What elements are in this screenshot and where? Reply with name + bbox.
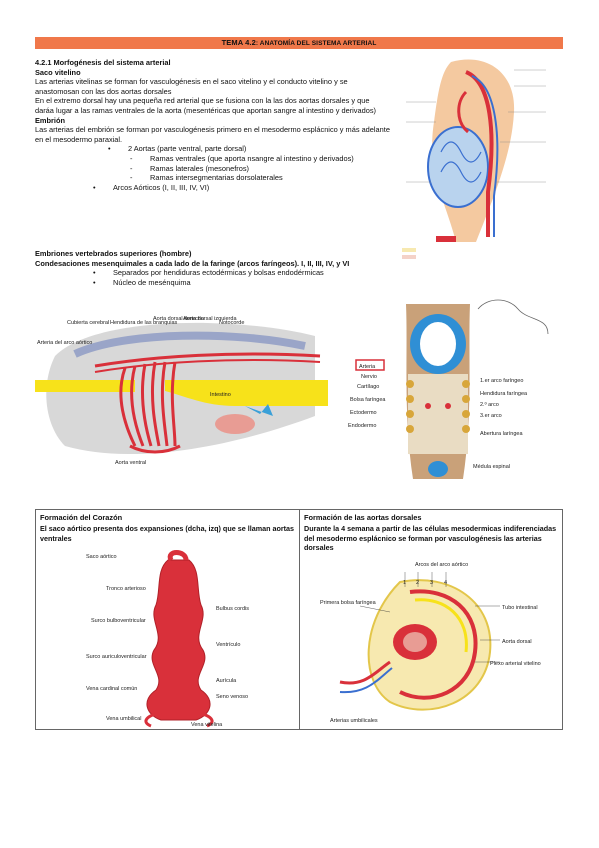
label-arteria-arco: Arteria del arco aórtico — [37, 340, 92, 346]
label-arco1: 1.er arco faríngeo — [480, 378, 523, 384]
list-item: •2 Aortas (parte ventral, parte dorsal) — [108, 144, 247, 154]
pharyngeal-arches-figure: Arteria Nervio Cartílago Bolsa faríngea … — [328, 294, 563, 494]
label-medula: Médula espinal — [473, 464, 510, 470]
label-vena-cardinal: Vena cardinal común — [86, 686, 137, 692]
label-bulbo: Bulbus cordis — [216, 606, 249, 612]
list-item-text: Núcleo de mesénquima — [113, 277, 191, 287]
dorsal-text: Durante la 4 semana a partir de las célu… — [304, 524, 557, 553]
label-arcos: Arcos del arco aórtico — [415, 562, 468, 568]
list-item-text: Separados por hendiduras ectodérmicas y … — [113, 268, 324, 278]
arch-number: 1 — [403, 580, 406, 586]
list-item-text: 2 Aortas (parte ventral, parte dorsal) — [128, 144, 247, 154]
list-item-text: Ramas laterales (mesonefros) — [150, 163, 249, 173]
label-tubo: Tubo intestinal — [502, 605, 538, 611]
list-item: -Ramas ventrales (que aporta nsangre al … — [130, 153, 354, 163]
label-surco-av: Surco auriculoventricular — [86, 654, 147, 660]
heart-heading: Formación del Corazón — [40, 513, 123, 522]
section2-heading: Embriones vertebrados superiores (hombre… — [35, 249, 192, 258]
arch-number: 2 — [416, 580, 419, 586]
label-abertura: Abertura laríngea — [480, 431, 523, 437]
label-saco: Saco aórtico — [86, 554, 117, 560]
section2-paragraph: Condesaciones mesenquimales a cada lado … — [35, 258, 350, 268]
label-arco3: 3.er arco — [480, 413, 502, 419]
label-vena-umbilical: Vena umbilical — [106, 716, 141, 722]
label-arco2: 2.º arco — [480, 401, 499, 408]
label-aorta-der: Aorta dorsal derecha — [153, 316, 205, 322]
dorsal-aorta-box: Formación de las aortas dorsales Durante… — [300, 510, 563, 729]
list-item: •Separados por hendiduras ectodérmicas y… — [93, 268, 324, 278]
label-surco-bv: Surco bulboventricular — [91, 618, 146, 624]
label-plexo: Plexo arterial vitelino — [490, 661, 541, 667]
section-heading: 4.2.1 Morfogénesis del sistema arterial — [35, 58, 171, 67]
saco-paragraph-1: Las arterias vitelinas se forman for vas… — [35, 77, 348, 96]
label-auricula: Aurícula — [216, 678, 237, 684]
heart-text: El saco aórtico presenta dos expansiones… — [40, 524, 295, 543]
arch-number: 3 — [430, 580, 433, 586]
embrion-paragraph: Las arterias del embrión se forman por v… — [35, 125, 390, 144]
heart-formation-box: Formación del Corazón El saco aórtico pr… — [36, 510, 300, 729]
heart-figure: Saco aórtico Tronco arterioso Bulbus cor… — [86, 550, 249, 728]
list-item: -Ramas laterales (mesonefros) — [130, 163, 249, 173]
label-notocorde: Notocorde — [219, 320, 244, 326]
label-cartilago: Cartílago — [357, 384, 379, 390]
label-hendidura: Hendidura de las branquias — [110, 320, 178, 326]
list-item-text: Arcos Aórticos (I, II, III, IV, VI) — [113, 182, 210, 192]
label-arteria: Arteria — [359, 364, 376, 370]
label-arterias-umb: Arterias umbilicales — [330, 718, 378, 724]
label-primera-bolsa: Primera bolsa faríngea — [320, 600, 377, 606]
section2-text: Embriones vertebrados superiores (hombre… — [35, 249, 390, 287]
title-prefix: TEMA 4.2 — [221, 38, 256, 47]
page-title: TEMA 4.2: ANATOMÍA DEL SISTEMA ARTERIAL — [35, 37, 563, 49]
label-seno: Seno venoso — [216, 694, 248, 700]
aortic-arches-figure: Cubierta cerebral Hendidura de las branq… — [35, 296, 328, 474]
label-tronco: Tronco arterioso — [106, 586, 146, 592]
label-cubierta: Cubierta cerebral — [67, 320, 109, 326]
list-item-text: Ramas intersegmentarias dorsolaterales — [150, 173, 283, 183]
embryo-vascular-figure — [396, 52, 564, 267]
dorsal-aorta-figure: Arcos del arco aórtico Primera bolsa far… — [320, 562, 541, 724]
bottom-boxes: Formación del Corazón El saco aórtico pr… — [35, 509, 563, 730]
saco-paragraph-2: En el extremo dorsal hay una pequeña red… — [35, 96, 376, 115]
label-aorta-dorsal: Aorta dorsal — [502, 639, 532, 645]
dorsal-heading: Formación de las aortas dorsales — [304, 513, 422, 522]
label-nervio: Nervio — [361, 374, 377, 380]
title-rest: : ANATOMÍA DEL SISTEMA ARTERIAL — [255, 40, 377, 47]
label-hendidura-far: Hendidura faríngea — [480, 391, 528, 397]
list-item: •Núcleo de mesénquima — [93, 277, 191, 287]
label-ectodermo: Ectodermo — [350, 410, 377, 416]
label-vena-vitelina: Vena vitelina — [191, 722, 223, 728]
label-endodermo: Endodermo — [348, 423, 376, 429]
label-bolsa: Bolsa faríngea — [350, 397, 386, 403]
list-item: -Ramas intersegmentarias dorsolaterales — [130, 173, 283, 183]
saco-heading: Saco vitelino — [35, 67, 81, 77]
label-aorta-izq: Aorta dorsal izquierda — [183, 316, 237, 322]
label-ventriculo: Ventrículo — [216, 642, 240, 648]
list-item-text: Ramas ventrales (que aporta nsangre al i… — [150, 153, 354, 163]
label-intestino: Intestino — [210, 392, 231, 398]
label-aorta-ventral: Aorta ventral — [115, 460, 146, 466]
embrion-heading: Embrión — [35, 115, 65, 125]
arch-number: 4 — [444, 580, 447, 586]
section-text: 4.2.1 Morfogénesis del sistema arterial … — [35, 58, 390, 192]
list-item: •Arcos Aórticos (I, II, III, IV, VI) — [93, 182, 210, 192]
